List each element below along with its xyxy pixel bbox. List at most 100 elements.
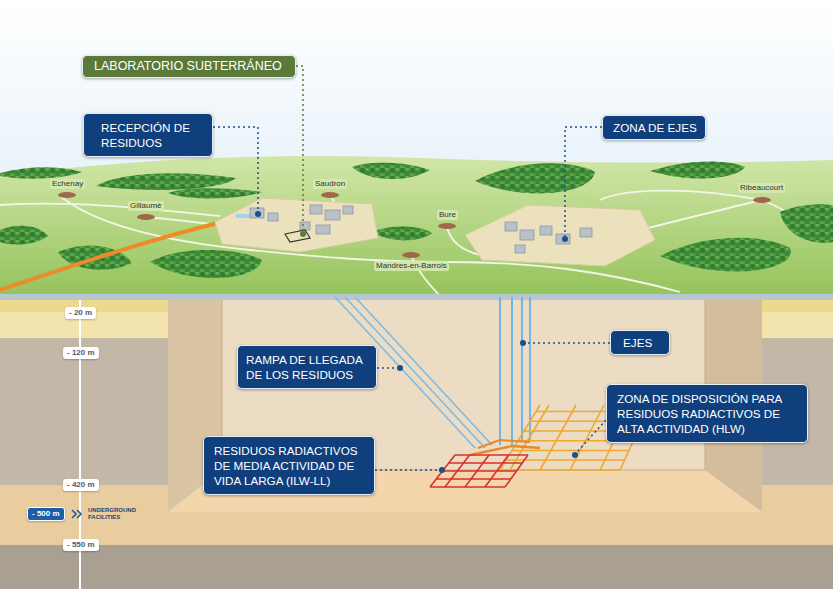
depth-marker: - 500 m	[27, 507, 65, 521]
ilw-galleries-part	[436, 478, 511, 480]
forest-part	[150, 250, 262, 278]
surface-sites-part-part	[250, 208, 264, 218]
ilw-galleries-part	[430, 486, 505, 488]
roads-part	[60, 196, 680, 292]
village-markers-part	[438, 223, 456, 229]
village-markers-part	[753, 197, 771, 203]
forest-part	[352, 163, 430, 179]
depth-value: - 500 m	[32, 509, 60, 519]
callout-box: EJES	[610, 330, 670, 355]
callout-text: RAMPA DE LLEGADA DE LOS RESIDUOS	[246, 352, 368, 382]
leader-lines-part	[526, 342, 610, 344]
hlw-galleries-part	[570, 405, 604, 470]
callout-box: RESIDUOS RADIACTIVOS DE MEDIA ACTIVIDAD …	[203, 436, 375, 495]
leader-dots-part	[397, 365, 403, 371]
shafts-and-ramp-part-part	[521, 297, 523, 440]
leader-dots-part	[562, 236, 568, 242]
leader-lines-part	[296, 66, 303, 231]
sky-part	[0, 0, 833, 300]
surface-sites-part-part	[325, 210, 340, 220]
ilw-galleries-part	[485, 455, 509, 487]
shafts-and-ramp-part-part	[529, 297, 531, 440]
depth-value: - 420 m	[67, 480, 95, 490]
roads	[0, 191, 833, 296]
leader-dots-part	[300, 231, 306, 237]
ilw-galleries-part	[449, 462, 523, 464]
leader-lines-part	[213, 127, 258, 211]
hlw-galleries-part	[500, 405, 540, 470]
forest-part	[372, 226, 432, 240]
callout-text: RESIDUOS RADIACTIVOS DE MEDIA ACTIVIDAD …	[214, 443, 366, 488]
leader-dots-part	[255, 211, 261, 217]
callout-text: ZONA DE DISPOSICIÓN PARA RESIDUOS RADIAC…	[617, 391, 799, 436]
forest-part	[96, 173, 236, 190]
leader-dots-part	[520, 340, 526, 346]
forest-part	[0, 167, 82, 178]
shafts-and-ramp-part	[500, 297, 530, 445]
orange-access-road	[0, 222, 222, 290]
surface-sites-part-part	[520, 230, 534, 240]
orange-access-road-part	[0, 222, 222, 290]
landscape-part	[0, 156, 833, 297]
callout-text: RECEPCIÓN DE RESIDUOS	[101, 120, 204, 150]
surface-sites-part	[215, 198, 378, 252]
shafts-and-ramp-part-part	[511, 297, 513, 445]
ilw-galleries	[430, 455, 528, 487]
surface-sites-part-part	[300, 222, 310, 230]
hlw-galleries-part	[540, 405, 576, 470]
village-name: Mandres-en-Barrois	[374, 261, 449, 271]
ilw-galleries-part	[455, 454, 528, 456]
leader-dots	[255, 211, 578, 473]
surface-sites-part-part	[515, 245, 525, 253]
forest-part	[780, 204, 833, 243]
depth-scale-part	[72, 510, 76, 518]
callout-box: ZONA DE EJES	[602, 115, 706, 140]
callout-text: LABORATORIO SUBTERRÁNEO	[94, 59, 287, 74]
village-markers-part	[58, 192, 76, 198]
depth-value: - 550 m	[67, 540, 95, 550]
surface-sites-part	[505, 222, 592, 253]
depth-value: - 20 m	[69, 308, 92, 318]
forest-part	[660, 238, 791, 272]
depth-tag: - 20 m	[65, 307, 96, 319]
sky	[0, 0, 833, 300]
surface-sites-part	[285, 230, 310, 242]
surface-sites-part-part	[343, 206, 353, 214]
leader-lines-part	[565, 127, 602, 236]
forest	[0, 161, 833, 277]
surface-sites-part	[465, 205, 655, 266]
landscape	[0, 156, 833, 297]
forest-part	[168, 188, 262, 198]
surface-sites-part-part	[310, 205, 322, 214]
surface-sites-part	[250, 205, 353, 234]
village-markers-part	[321, 192, 339, 198]
leader-lines-part	[375, 469, 439, 471]
surface-sites-part-part	[540, 226, 552, 235]
village-name: Echenay	[50, 179, 85, 189]
leader-lines-part	[577, 420, 606, 452]
shafts-and-ramp-part-part	[499, 297, 501, 445]
leader-lines	[213, 66, 610, 470]
leader-lines-part	[377, 367, 397, 369]
callout-box: RECEPCIÓN DE RESIDUOS	[83, 113, 213, 157]
hlw-galleries-part	[478, 440, 530, 448]
ilw-galleries-part	[445, 455, 470, 487]
roads-part	[0, 204, 220, 216]
depth-tag: - 120 m	[63, 347, 99, 359]
ground-layers	[0, 294, 833, 589]
surface-sites-part-part	[580, 228, 592, 237]
depth-scale-part	[77, 510, 81, 518]
hlw-galleries-part	[512, 450, 629, 452]
surface-sites-part-part	[316, 225, 330, 234]
forest-part	[650, 161, 745, 178]
village-name: Ribeaucourt	[738, 183, 785, 193]
depth-tag: - 420 m	[63, 479, 99, 491]
ilw-galleries-part	[430, 455, 455, 487]
callout-text: EJES	[623, 335, 661, 350]
roads-part	[640, 200, 762, 230]
leader-dots-part	[572, 452, 578, 458]
village-markers-part	[402, 252, 420, 258]
village-name: Bure	[437, 210, 458, 220]
ilw-galleries-part	[505, 455, 528, 487]
